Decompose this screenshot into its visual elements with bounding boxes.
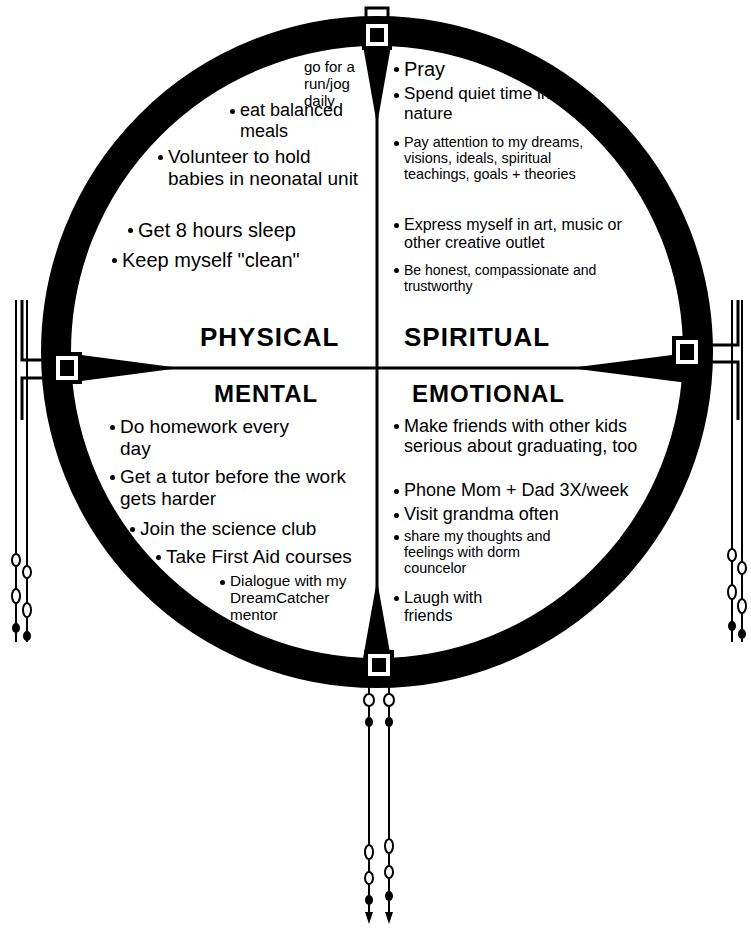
goal-item: Visit grandma often — [404, 504, 559, 525]
wheel-quadrant: go for a run/jog dailyeat balanced meals… — [70, 40, 377, 368]
goal-item: eat balanced meals — [240, 100, 365, 142]
wheel-quadrant: PraySpend quiet time in naturePay attent… — [377, 40, 684, 368]
goal-item: Express myself in art, music or other cr… — [404, 216, 634, 252]
bullet-dot — [394, 489, 399, 494]
cross-line — [376, 40, 379, 664]
quadrant-heading: MENTAL — [214, 380, 318, 408]
goal-item: Volunteer to hold babies in neonatal uni… — [168, 146, 363, 190]
bullet-dot — [112, 258, 117, 263]
goal-item: Get a tutor before the work gets harder — [120, 466, 350, 510]
bullet-dot — [110, 425, 115, 430]
wedge — [66, 353, 180, 383]
quadrant-heading: EMOTIONAL — [412, 380, 565, 408]
bullet-dot — [130, 527, 135, 532]
goal-item: Laugh with friends — [404, 588, 534, 624]
left-clasp — [12, 300, 80, 642]
goal-item: Spend quiet time in nature — [404, 84, 554, 124]
goal-item: Be honest, compassionate and trustworthy — [404, 262, 654, 294]
goal-item: share my thoughts and feelings with dorm… — [404, 528, 579, 577]
wheel-ring — [56, 31, 698, 673]
bullet-dot — [230, 109, 235, 114]
bullet-dot — [128, 228, 133, 233]
bullet-dot — [394, 424, 399, 429]
bullet-dot — [158, 155, 163, 160]
bullet-dot — [394, 223, 399, 228]
goal-item: Join the science club — [140, 518, 316, 540]
goal-item: Pray — [404, 58, 445, 80]
wheel-quadrant: EMOTIONAL Make friends with other kids se… — [377, 368, 684, 668]
bottom-clasp — [364, 652, 394, 924]
bullet-dot — [394, 535, 399, 540]
quadrant-heading: SPIRITUAL — [404, 322, 550, 352]
bullet-dot — [156, 555, 161, 560]
goal-item: Get 8 hours sleep — [138, 218, 296, 242]
goal-item: Take First Aid courses — [166, 546, 352, 568]
bullet-dot — [394, 93, 399, 98]
quadrant-heading: PHYSICAL — [200, 322, 339, 352]
wedge — [570, 353, 688, 383]
bullet-dot — [220, 580, 225, 585]
bullet-dot — [394, 268, 399, 273]
bullet-dot — [394, 513, 399, 518]
goal-item: Do homework every day — [120, 416, 300, 460]
right-clasp — [674, 300, 746, 642]
goal-item: Phone Mom + Dad 3X/week — [404, 480, 629, 501]
goal-item: Pay attention to my dreams, visions, ide… — [404, 134, 599, 183]
bullet-dot — [394, 596, 399, 601]
goal-item: Make friends with other kids serious abo… — [404, 416, 644, 456]
bullet-dot — [394, 67, 399, 72]
goal-item: Dialogue with my DreamCatcher mentor — [230, 572, 365, 623]
wedge — [362, 40, 392, 125]
wheel-quadrant: MENTAL Do homework every dayGet a tutor b… — [70, 368, 377, 668]
top-clasp — [364, 8, 390, 48]
goal-item: Keep myself "clean" — [122, 248, 300, 272]
bullet-dot — [394, 141, 399, 146]
bullet-dot — [110, 475, 115, 480]
